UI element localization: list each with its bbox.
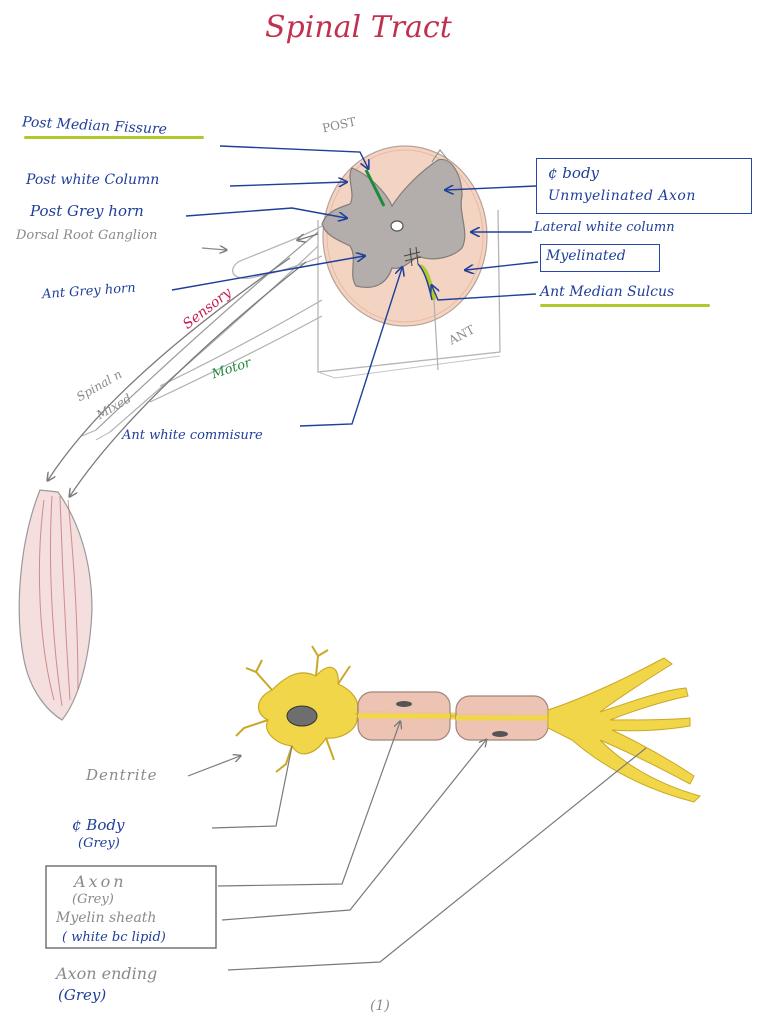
label-unmyelinated-axon: Unmyelinated Axon: [548, 188, 696, 204]
label-axon: Axon: [74, 872, 127, 891]
label-cell-body-grey: (Grey): [78, 836, 120, 851]
label-ant-white-commissure: Ant white commisure: [122, 428, 263, 443]
label-lateral-white-column: Lateral white column: [534, 220, 675, 235]
spinal-cord-block: [317, 145, 501, 379]
page-number: (1): [370, 998, 390, 1014]
spinal-nerve: [48, 225, 323, 496]
label-cell-body: ¢ body: [548, 164, 600, 182]
label-dorsal-root-ganglion: Dorsal Root Ganglion: [16, 228, 158, 243]
cell-body-axon-box: [536, 158, 752, 214]
label-dendrite: Dentrite: [86, 766, 158, 784]
axon-terminal: [547, 657, 701, 803]
myelinated-box: [540, 244, 660, 272]
label-ant-median-sulcus: Ant Median Sulcus: [540, 284, 675, 300]
label-cell-body-neuron: ¢ Body: [72, 816, 125, 834]
neuron: [235, 645, 701, 803]
highlight-post-median-fissure: [24, 136, 204, 139]
muscle: [18, 489, 93, 721]
label-myelin-sheath: Myelin sheath: [56, 910, 157, 926]
axon-legend-box: [45, 865, 217, 949]
label-axon-ending: Axon ending: [56, 964, 158, 983]
label-axon-ending-grey: (Grey): [58, 986, 107, 1004]
highlight-ant-median-sulcus: [540, 304, 710, 307]
label-myelin-white-lipid: ( white bc lipid): [62, 930, 166, 945]
label-post-white-column: Post white Column: [26, 172, 160, 188]
label-leaders: [171, 145, 539, 427]
label-post-grey-horn: Post Grey horn: [30, 202, 144, 220]
label-myelinated: Myelinated: [546, 248, 626, 264]
neuron-leaders: [187, 722, 647, 971]
page-title: Spinal Tract: [265, 10, 452, 45]
label-axon-grey: (Grey): [72, 892, 114, 907]
